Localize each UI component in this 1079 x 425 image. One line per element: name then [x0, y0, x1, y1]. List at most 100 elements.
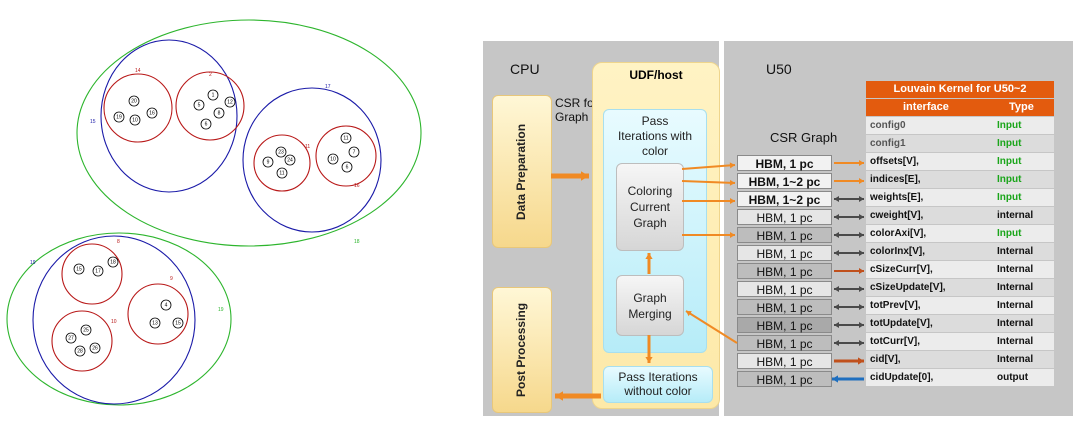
coloring-current-graph-label: Coloring Current Graph — [627, 184, 673, 230]
csr-graph-label: CSR Graph — [770, 130, 838, 145]
interface-row: colorAxi[V],Input — [866, 225, 1054, 242]
hbm-box: HBM, 1 pc — [737, 353, 832, 369]
inner-community-11 — [253, 134, 311, 192]
graph-node-label: 28 — [77, 349, 83, 355]
hbm-box: HBM, 1 pc — [737, 299, 832, 315]
interface-type: Internal — [997, 282, 1034, 293]
graph-node-label: 11 — [279, 171, 284, 177]
merge-to-pass-arrow — [645, 335, 653, 363]
inner-community-2 — [175, 71, 245, 141]
hbm-to-kernel-arrow — [834, 196, 864, 202]
inner-community-10 — [51, 310, 113, 372]
graph-node — [73, 263, 85, 275]
hbm-to-kernel-arrow — [834, 286, 864, 292]
graph-node-label: 4 — [165, 303, 168, 309]
col-type-header: Type — [1009, 101, 1034, 113]
interface-row: cSizeUpdate[V],Internal — [866, 279, 1054, 296]
interface-type: Input — [997, 174, 1022, 185]
graph-node-label: 25 — [83, 328, 89, 334]
merge-to-coloring-arrow — [645, 253, 653, 274]
interface-type: Internal — [997, 354, 1034, 365]
hbm-box: HBM, 1~2 pc — [737, 173, 832, 189]
hbm-box: HBM, 1 pc — [737, 209, 832, 225]
architecture-diagram: CPU U50 Data Preparation Post Processing… — [483, 41, 1073, 416]
graph-node — [149, 317, 161, 329]
graph-node-label: 20 — [131, 99, 137, 105]
hbm-to-kernel-arrow — [834, 357, 864, 365]
label-14: 14 — [135, 68, 141, 74]
hbm-box: HBM, 1 pc — [737, 371, 832, 387]
interface-type: Input — [997, 120, 1022, 131]
graph-node-label: 27 — [68, 336, 74, 342]
coloring-current-graph-box: Coloring Current Graph — [616, 163, 684, 251]
mid-community-19 — [32, 235, 196, 405]
interface-name: weights[E], — [870, 192, 924, 203]
kernel-title: Louvain Kernel for U50~2 — [866, 81, 1054, 98]
graph-node — [224, 96, 236, 108]
graph-node-label: 24 — [287, 158, 293, 164]
graph-node — [172, 317, 184, 329]
graph-merging-box: Graph Merging — [616, 275, 684, 336]
interface-type: Input — [997, 228, 1022, 239]
pass-iterations-color-label: Pass Iterations with color — [617, 114, 693, 158]
kernel-interface-table: Louvain Kernel for U50~2 interface Type … — [866, 81, 1054, 387]
pass-iterations-without-color-box: Pass Iterations without color — [603, 366, 713, 403]
interface-row: offsets[V], Input — [866, 153, 1054, 170]
post-processing-box: Post Processing — [492, 287, 552, 413]
mid-community-15 — [100, 39, 238, 193]
interface-row: cidUpdate[0],output — [866, 369, 1054, 386]
interface-name: cidUpdate[0], — [870, 372, 934, 383]
graph-node — [65, 332, 77, 344]
graph-node-label: 16 — [149, 111, 155, 117]
graph-node — [348, 146, 360, 158]
mid-community-17 — [242, 87, 382, 233]
interface-name: config1 — [870, 138, 906, 149]
interface-name: offsets[V], — [870, 156, 919, 167]
graph-node — [284, 154, 296, 166]
data-prep-arrow — [551, 171, 589, 181]
pass-iterations-without-color-label: Pass Iterations without color — [618, 370, 698, 398]
label-16: 16 — [354, 183, 360, 189]
cpu-label: CPU — [510, 61, 540, 77]
graph-node — [128, 95, 140, 107]
table-header: interface Type — [866, 99, 1054, 116]
graph-node — [146, 107, 158, 119]
hbm-to-merging-arrow — [685, 310, 738, 344]
interface-name: cSizeCurr[V], — [870, 264, 933, 275]
interface-type: Input — [997, 156, 1022, 167]
label-10: 10 — [111, 319, 117, 325]
hbm-to-kernel-arrow — [834, 340, 864, 346]
interface-type: Internal — [997, 300, 1034, 311]
graph-node-label: 23 — [278, 150, 284, 156]
graph-node-label: 19 — [116, 115, 122, 121]
interface-name: totCurr[V], — [870, 336, 920, 347]
graph-merging-label: Graph Merging — [628, 290, 672, 321]
graph-node-label: 13 — [152, 321, 158, 327]
graph-node — [92, 265, 104, 277]
interface-type: Internal — [997, 264, 1034, 275]
interface-name: colorInx[V], — [870, 246, 926, 257]
graph-node — [262, 156, 274, 168]
hbm-to-kernel-arrow — [834, 322, 864, 328]
interface-row: indices[E],Input — [866, 171, 1054, 188]
graph-node-label: 26 — [92, 346, 98, 352]
flow-arrows — [551, 160, 864, 401]
hbm-box: HBM, 1~2 pc — [737, 191, 832, 207]
hbm-to-kernel-arrow — [834, 214, 864, 220]
outer-community-bottom — [6, 232, 232, 406]
label-17: 17 — [325, 84, 331, 90]
u50-label: U50 — [766, 61, 792, 77]
graph-node-label: 10 — [132, 118, 138, 124]
interface-row: cid[V],Internal — [866, 351, 1054, 368]
graph-node — [193, 99, 205, 111]
graph-node — [74, 345, 86, 357]
inner-community-9 — [127, 283, 189, 345]
graph-node — [89, 342, 101, 354]
coloring-to-hbm-arrow — [681, 179, 736, 186]
interface-name: config0 — [870, 120, 906, 131]
hbm-box: HBM, 1 pc — [737, 281, 832, 297]
interface-row: totPrev[V],Internal — [866, 297, 1054, 314]
graph-node-label: 12 — [227, 100, 233, 106]
